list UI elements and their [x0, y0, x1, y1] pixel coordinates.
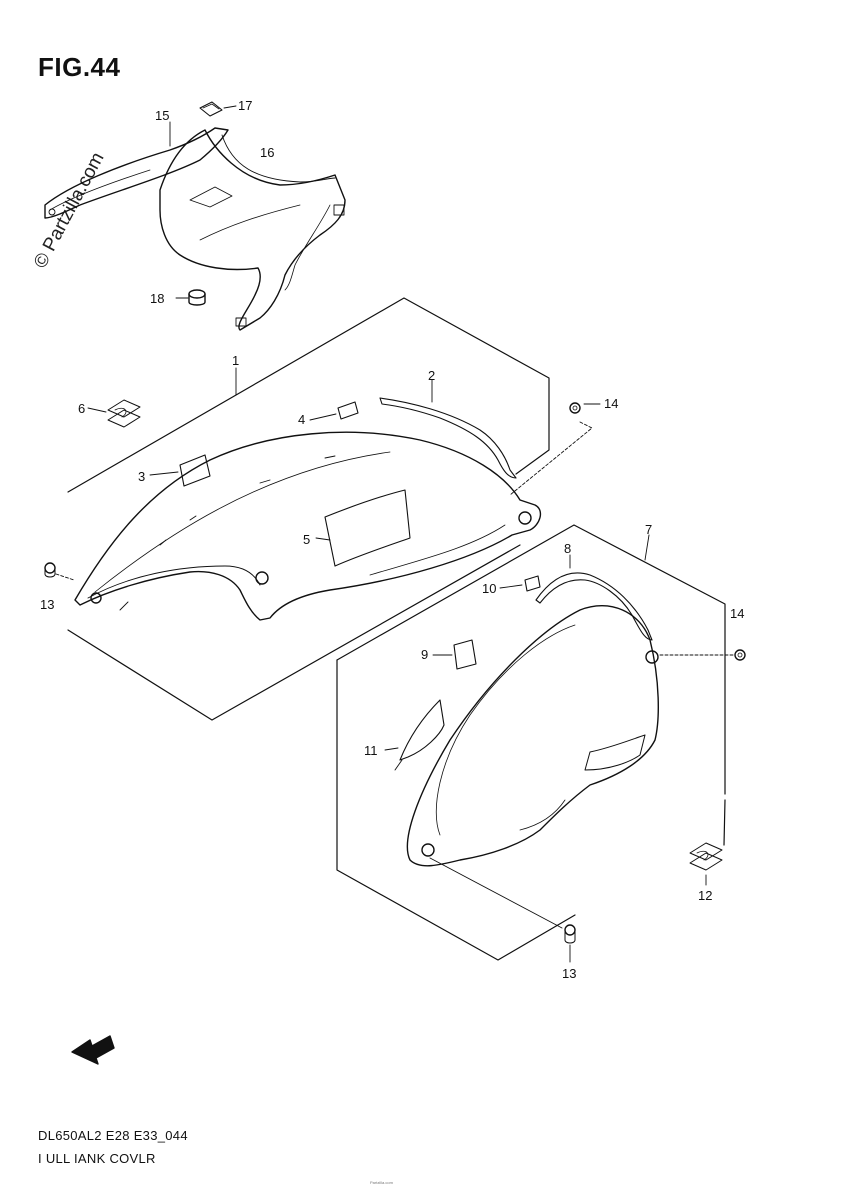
figure-title: FIG.44 — [38, 52, 121, 82]
inner-panel-assembly — [44, 101, 346, 331]
callout-2: 2 — [428, 368, 435, 383]
callout-14-right: 14 — [730, 606, 744, 621]
callout-14-left: 14 — [604, 396, 618, 411]
callout-11: 11 — [364, 743, 378, 758]
callout-10: 10 — [482, 581, 496, 596]
callout-9: 9 — [421, 647, 428, 662]
callout-13-left: 13 — [40, 597, 54, 612]
callout-18: 18 — [150, 291, 164, 306]
callout-16: 16 — [260, 145, 274, 160]
diagram-title: I ULL IANK COVLR — [38, 1151, 156, 1166]
callout-15: 15 — [155, 108, 169, 123]
callout-8: 8 — [564, 541, 571, 556]
callout-5: 5 — [303, 532, 310, 547]
callout-17: 17 — [238, 98, 252, 113]
left-cover-assembly — [44, 297, 593, 721]
callout-1: 1 — [232, 353, 239, 368]
callout-13-right: 13 — [562, 966, 576, 981]
fine-print: Partzilla.com — [370, 1180, 393, 1185]
callout-labels: 1 2 3 4 5 6 7 8 9 10 11 12 13 13 14 14 1… — [40, 98, 744, 981]
callout-7: 7 — [645, 522, 652, 537]
callout-6: 6 — [78, 401, 85, 416]
forward-arrow-icon — [71, 1035, 115, 1065]
callout-12: 12 — [698, 888, 712, 903]
callout-3: 3 — [138, 469, 145, 484]
diagram-code: DL650AL2 E28 E33_044 — [38, 1128, 188, 1143]
right-cover-assembly — [336, 524, 746, 961]
callout-4: 4 — [298, 412, 305, 427]
